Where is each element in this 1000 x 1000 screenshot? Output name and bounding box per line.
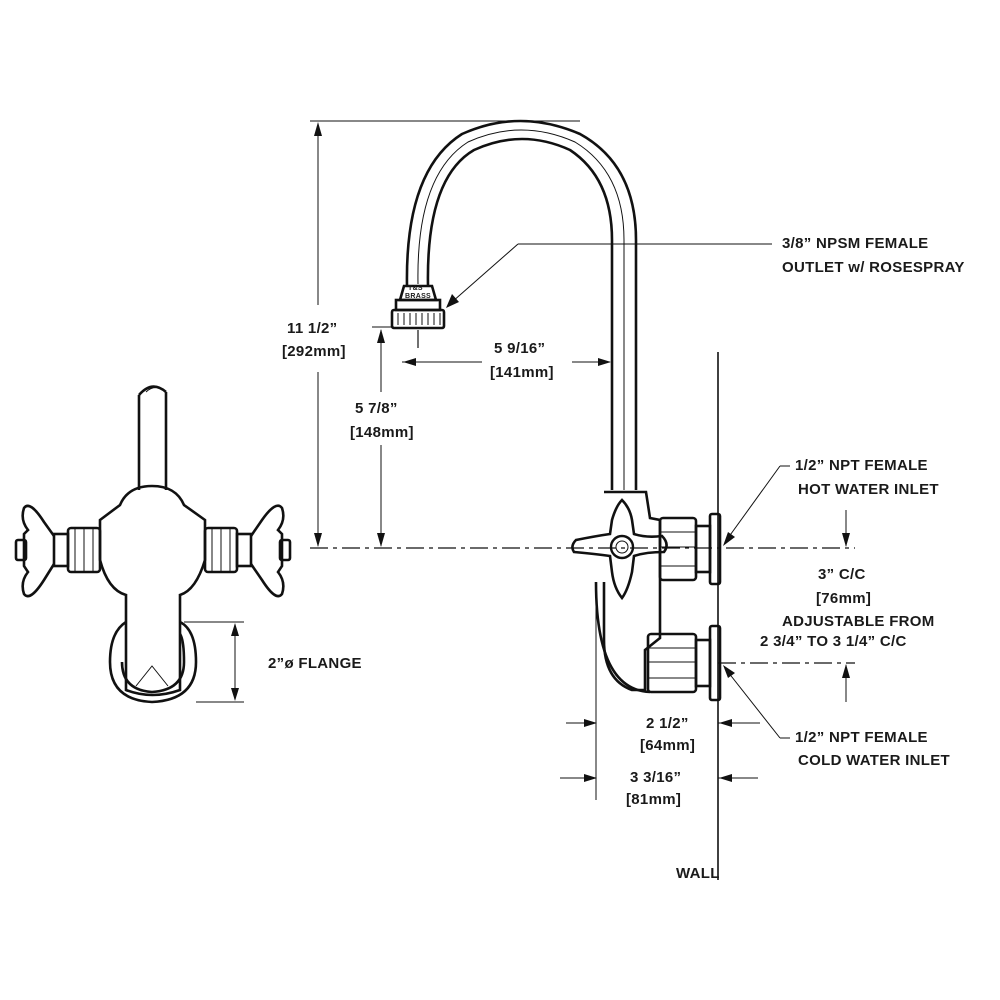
outlet-label-line2: OUTLET w/ ROSESPRAY xyxy=(782,259,965,276)
cold-inlet-label-line2: COLD WATER INLET xyxy=(798,752,950,769)
height-spout-dimension xyxy=(372,326,394,547)
depth-total-dimension xyxy=(560,774,758,782)
height-total-label: 11 1/2” xyxy=(287,320,337,337)
spout-brand-line2: BRASS xyxy=(405,293,431,300)
front-right-handle-cap xyxy=(278,538,292,562)
cold-inlet-leader xyxy=(723,665,790,739)
reach-label: 5 9/16” xyxy=(494,340,545,357)
front-right-handle xyxy=(249,504,285,598)
depth-body-dimension xyxy=(566,582,760,800)
center-label: 3” C/C xyxy=(818,566,866,583)
adjust-label-line2: 2 3/4” TO 3 1/4” C/C xyxy=(760,633,907,650)
flange-dimension xyxy=(184,621,244,703)
height-total-dimension xyxy=(310,120,580,547)
outlet-leader xyxy=(446,243,772,308)
hot-inlet-label-line2: HOT WATER INLET xyxy=(798,481,939,498)
adjust-label-line1: ADJUSTABLE FROM xyxy=(782,613,935,630)
outlet-label-line1: 3/8” NPSM FEMALE xyxy=(782,235,929,252)
height-total-mm-label: [292mm] xyxy=(282,343,346,360)
depth-total-mm-label: [81mm] xyxy=(626,791,681,808)
hot-inlet-fitting xyxy=(658,512,722,586)
depth-body-mm-label: [64mm] xyxy=(640,737,695,754)
center-mm-label: [76mm] xyxy=(816,590,871,607)
wall-label: WALL xyxy=(676,865,720,882)
front-left-nut xyxy=(52,526,102,574)
hot-inlet-leader xyxy=(723,465,790,546)
side-view: T&S BRASS xyxy=(310,119,855,882)
depth-total-label: 3 3/16” xyxy=(630,769,681,786)
front-view: 2”ø FLANGE xyxy=(14,385,362,704)
rosespray-outlet: T&S BRASS xyxy=(390,284,446,330)
spout-brand-line1: T&S xyxy=(408,285,423,292)
center-dimension xyxy=(842,510,850,702)
front-right-nut xyxy=(203,526,253,574)
front-spout-stem xyxy=(137,385,168,490)
height-spout-label: 5 7/8” xyxy=(355,400,398,417)
reach-mm-label: [141mm] xyxy=(490,364,554,381)
side-body-lower xyxy=(594,581,651,694)
cold-inlet-label-line1: 1/2” NPT FEMALE xyxy=(795,729,928,746)
front-left-handle-cap xyxy=(14,538,28,562)
front-left-handle xyxy=(21,504,56,598)
height-spout-mm-label: [148mm] xyxy=(350,424,414,441)
side-cross-handle xyxy=(571,498,668,601)
hot-inlet-label-line1: 1/2” NPT FEMALE xyxy=(795,457,928,474)
front-valve-body xyxy=(98,484,207,697)
depth-body-label: 2 1/2” xyxy=(646,715,689,732)
front-flange xyxy=(108,620,198,704)
reach-dimension xyxy=(402,358,611,366)
flange-label: 2”ø FLANGE xyxy=(268,655,362,672)
